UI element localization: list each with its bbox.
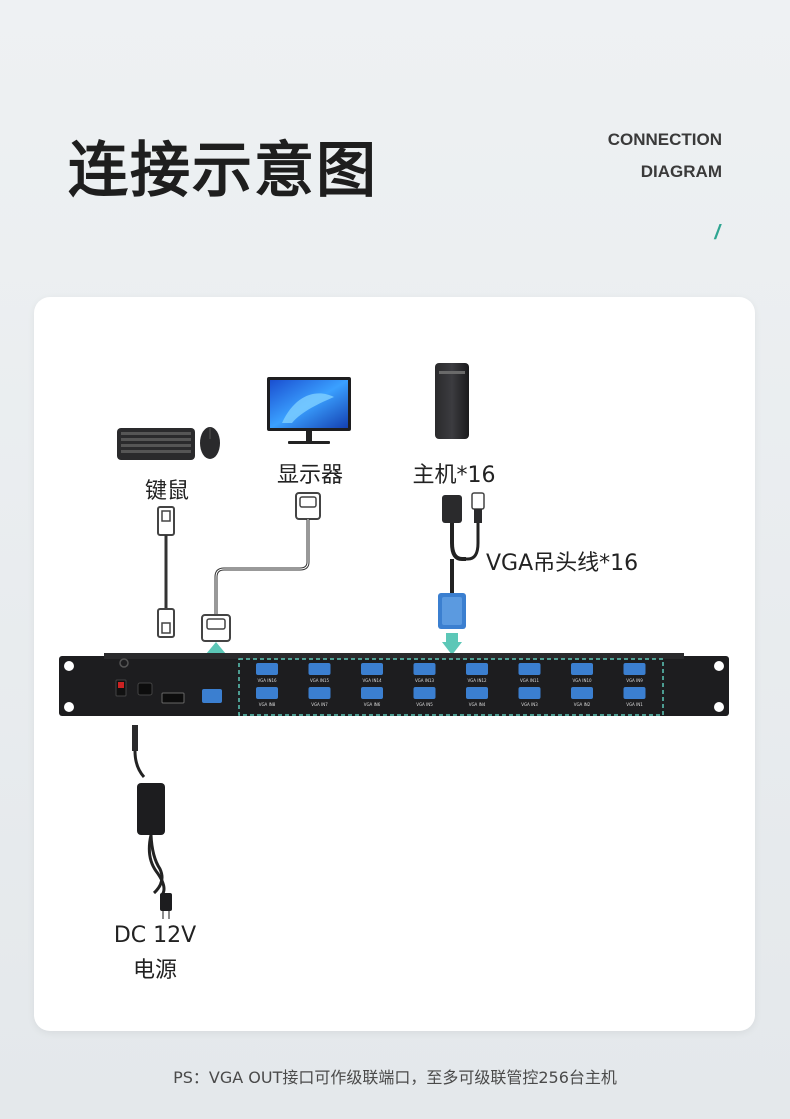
vga-in-port: VGA IN12 <box>466 663 488 683</box>
vga-port-label: VGA IN9 <box>626 678 643 683</box>
vga-port-label: VGA IN14 <box>362 678 382 683</box>
vga-in-port: VGA IN10 <box>571 663 593 683</box>
vga-in-port: VGA IN7 <box>308 687 331 707</box>
keyboard-mouse-label: 键鼠 <box>144 479 190 504</box>
vga-port-connector <box>571 687 593 699</box>
vga-port-label: VGA IN11 <box>520 678 540 683</box>
footer-note: PS：VGA OUT接口可作级联端口，至多可级联管控256台主机 <box>173 1068 617 1087</box>
vga-in-port: VGA IN2 <box>571 687 593 707</box>
vga-port-label: VGA IN2 <box>574 702 591 707</box>
vga-port-connector <box>518 687 541 699</box>
monitor-vga-cable <box>201 492 321 642</box>
vga-in-port: VGA IN1 <box>623 687 646 707</box>
vga-in-port: VGA IN9 <box>623 663 646 683</box>
vga-in-port: VGA IN5 <box>413 687 436 707</box>
vga-port-connector <box>413 687 436 699</box>
vga-y-cable <box>438 492 485 629</box>
vga-port-connector <box>571 663 593 675</box>
subtitle-line-1: CONNECTION <box>607 130 722 149</box>
vga-port-connector <box>256 663 278 675</box>
vga-port-label: VGA IN8 <box>259 702 276 707</box>
vga-port-connector <box>623 687 646 699</box>
vga-port-connector <box>466 663 488 675</box>
connection-diagram: VGA IN16 VGA IN15 VGA IN14 VGA IN13 VGA IN12… <box>59 363 729 919</box>
vga-port-label: VGA IN16 <box>257 678 277 683</box>
power-adapter-icon <box>132 725 172 919</box>
vga-in-port: VGA IN13 <box>413 663 436 683</box>
vga-port-label: VGA IN4 <box>469 702 486 707</box>
vga-port-label: VGA IN5 <box>416 702 433 707</box>
vga-port-label: VGA IN13 <box>415 678 435 683</box>
vga-port-connector <box>256 687 278 699</box>
vga-cable-label: VGA吊头线*16 <box>486 551 639 576</box>
monitor-icon <box>267 377 351 444</box>
page-title: 连接示意图 <box>68 136 378 206</box>
vga-port-connector <box>518 663 541 675</box>
arrow-down-icon <box>442 633 462 655</box>
vga-in-port: VGA IN6 <box>361 687 383 707</box>
subtitle-line-2: DIAGRAM <box>640 162 722 181</box>
power-label-line2: 电源 <box>132 958 178 983</box>
vga-in-port: VGA IN8 <box>256 687 278 707</box>
vga-in-port: VGA IN4 <box>466 687 488 707</box>
vga-in-ports: VGA IN16 VGA IN15 VGA IN14 VGA IN13 VGA IN12… <box>256 663 646 707</box>
vga-port-connector <box>623 663 646 675</box>
vga-in-port: VGA IN11 <box>518 663 541 683</box>
diagram-card: VGA IN16 VGA IN15 VGA IN14 VGA IN13 VGA IN12… <box>34 297 755 1031</box>
vga-port-connector <box>361 687 383 699</box>
power-label-line1: DC 12V <box>113 923 197 948</box>
vga-port-label: VGA IN1 <box>626 702 643 707</box>
vga-port-label: VGA IN3 <box>521 702 538 707</box>
accent-slash: / <box>714 222 720 244</box>
vga-port-label: VGA IN15 <box>310 678 330 683</box>
keyboard-icon <box>117 428 195 460</box>
vga-port-connector <box>308 687 331 699</box>
usb-cable <box>157 506 175 638</box>
vga-port-label: VGA IN10 <box>572 678 592 683</box>
vga-port-label: VGA IN7 <box>311 702 328 707</box>
vga-port-connector <box>361 663 383 675</box>
host-label: 主机*16 <box>412 463 496 488</box>
vga-port-label: VGA IN6 <box>364 702 381 707</box>
vga-in-port: VGA IN3 <box>518 687 541 707</box>
vga-in-port: VGA IN15 <box>308 663 331 683</box>
mouse-icon <box>200 427 220 459</box>
host-pc-icon <box>435 363 469 439</box>
vga-port-label: VGA IN12 <box>467 678 487 683</box>
kvm-switch-panel <box>59 653 729 716</box>
monitor-label: 显示器 <box>276 463 344 488</box>
vga-in-port: VGA IN16 <box>256 663 278 683</box>
page-subtitle: CONNECTION DIAGRAM <box>608 124 722 188</box>
vga-port-connector <box>308 663 331 675</box>
vga-port-connector <box>466 687 488 699</box>
vga-port-connector <box>413 663 436 675</box>
vga-in-port: VGA IN14 <box>361 663 383 683</box>
